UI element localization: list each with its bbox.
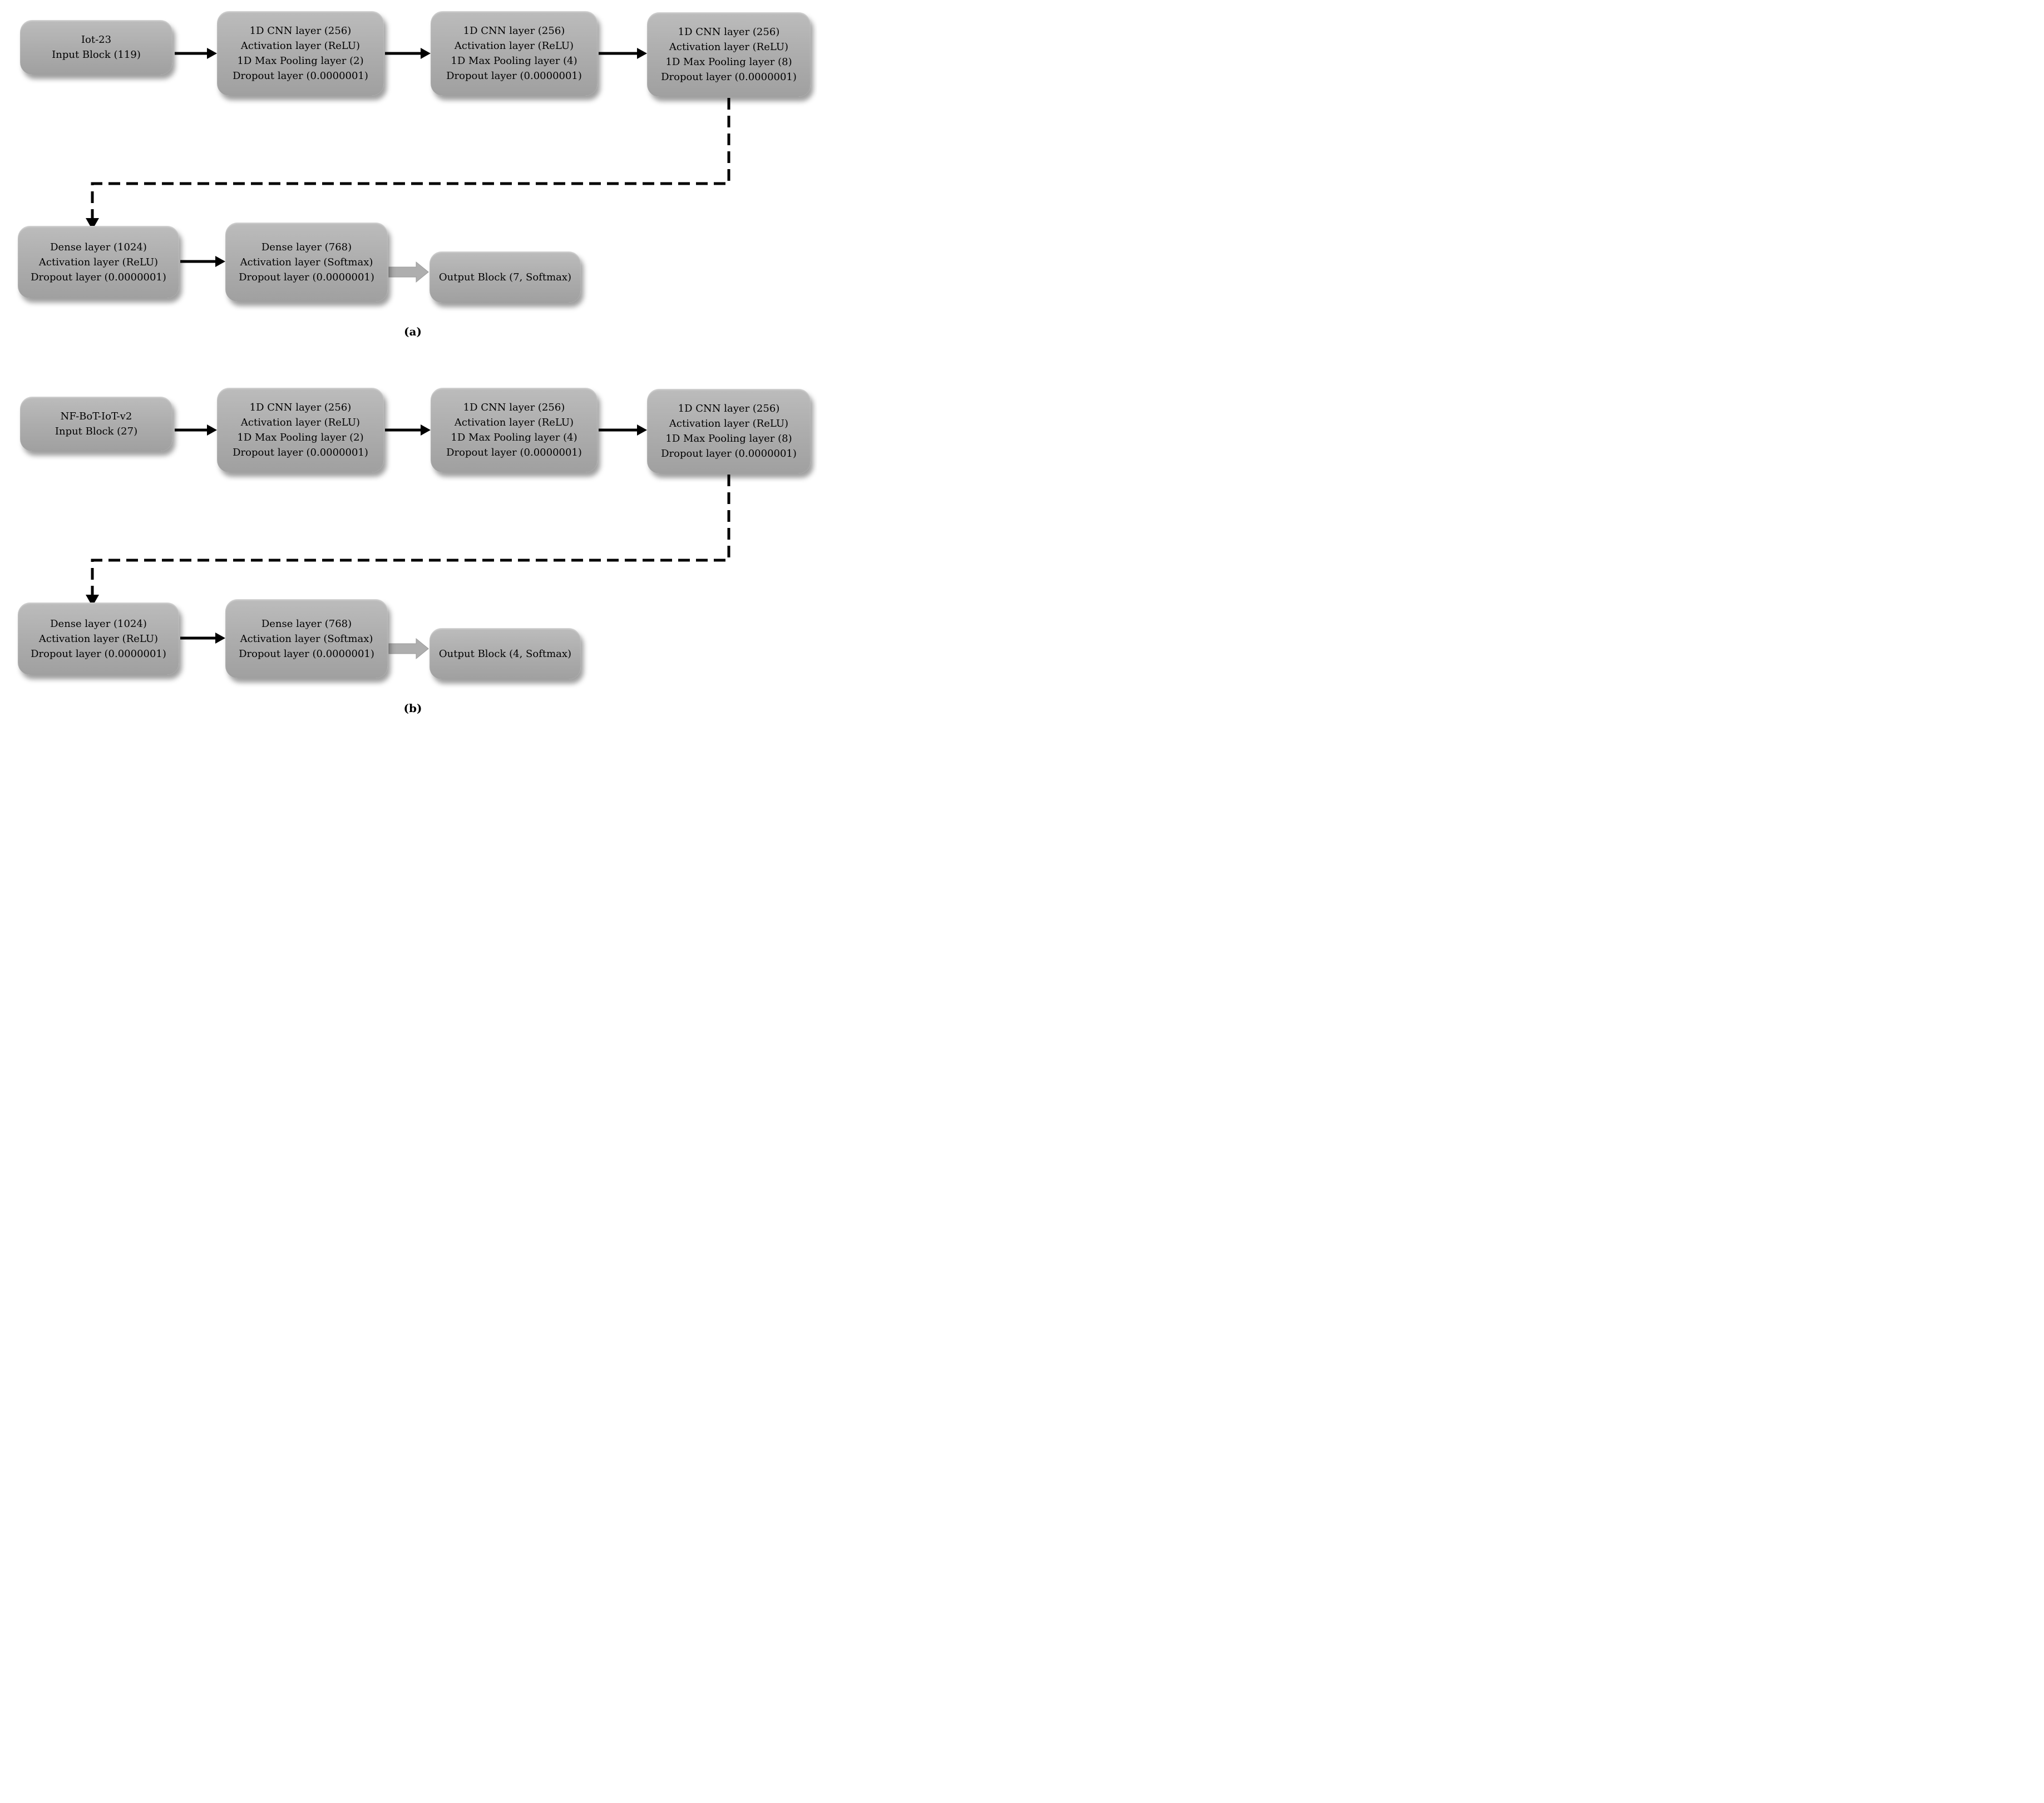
node-text-line: 1D Max Pooling layer (4) [451,55,577,67]
cnn-architecture-diagram: Iot-23 Input Block (119) 1D CNN layer (2… [0,0,817,721]
panel-label-b: (b) [403,702,422,715]
node-text-line: Dropout layer (0.0000001) [233,447,368,458]
block-arrow-a-dense2-to-output [388,261,429,283]
node-text-line: Dropout layer (0.0000001) [446,447,582,458]
dense-block-a-2: Dense layer (768) Activation layer (Soft… [225,223,388,302]
node-text-line: Iot-23 [81,34,112,46]
arrow-b-conv1-to-conv2 [385,424,431,436]
node-text-line: Dropout layer (0.0000001) [239,648,374,660]
arrow-a-input-to-conv1 [175,48,217,59]
node-text-line: Output Block (4, Softmax) [438,648,572,660]
node-text-line: 1D CNN layer (256) [249,25,352,37]
node-text-line: Dense layer (768) [261,241,352,253]
node-text-line: Dropout layer (0.0000001) [31,648,166,660]
node-text-line: 1D CNN layer (256) [249,402,352,413]
node-text-line: Activation layer (ReLU) [669,418,789,429]
panel-label-a: (a) [404,325,422,338]
conv-block-a-3: 1D CNN layer (256) Activation layer (ReL… [647,12,811,97]
node-text-line: Activation layer (ReLU) [240,40,361,52]
conv-block-b-1: 1D CNN layer (256) Activation layer (ReL… [217,388,384,472]
dashed-connector-a [86,98,730,230]
arrow-a-dense1-to-dense2 [180,256,225,267]
arrow-b-conv2-to-conv3 [599,424,647,436]
node-text-line: Activation layer (ReLU) [240,417,361,428]
node-text-line: 1D CNN layer (256) [463,25,565,37]
node-text-line: Activation layer (ReLU) [669,41,789,53]
node-text-line: Activation layer (ReLU) [38,256,159,268]
node-text-line: Dropout layer (0.0000001) [661,71,797,83]
node-text-line: Activation layer (Softmax) [240,256,373,268]
arrow-b-dense1-to-dense2 [180,633,225,644]
node-text-line: Activation layer (Softmax) [240,633,373,645]
node-text-line: Dense layer (768) [261,618,352,630]
block-arrow-b-dense2-to-output [388,638,429,660]
node-text-line: Dropout layer (0.0000001) [661,448,797,460]
node-text-line: Input Block (27) [55,426,138,437]
node-text-line: 1D Max Pooling layer (2) [237,55,364,67]
conv-block-b-3: 1D CNN layer (256) Activation layer (ReL… [647,389,811,473]
node-text-line: 1D Max Pooling layer (2) [237,432,364,443]
dense-block-a-1: Dense layer (1024) Activation layer (ReL… [18,226,179,298]
node-text-line: Dropout layer (0.0000001) [31,271,166,283]
arrow-a-conv2-to-conv3 [599,48,647,59]
input-block-a: Iot-23 Input Block (119) [20,20,172,75]
node-text-line: Dense layer (1024) [50,241,147,253]
node-text-line: Activation layer (ReLU) [454,40,574,52]
conv-block-a-2: 1D CNN layer (256) Activation layer (ReL… [431,11,598,96]
node-text-line: 1D CNN layer (256) [463,402,565,413]
node-text-line: NF-BoT-IoT-v2 [60,411,132,422]
output-block-a: Output Block (7, Softmax) [429,251,581,303]
node-text-line: Activation layer (ReLU) [454,417,574,428]
node-text-line: 1D CNN layer (256) [678,403,780,414]
node-text-line: 1D CNN layer (256) [678,26,780,38]
dashed-connector-b [86,475,730,606]
node-text-line: Dropout layer (0.0000001) [446,70,582,82]
node-text-line: Output Block (7, Softmax) [438,271,572,283]
output-block-b: Output Block (4, Softmax) [429,628,581,679]
input-block-b: NF-BoT-IoT-v2 Input Block (27) [20,397,172,451]
conv-block-b-2: 1D CNN layer (256) Activation layer (ReL… [431,388,598,472]
node-text-line: Dropout layer (0.0000001) [239,271,374,283]
arrow-a-conv1-to-conv2 [385,48,431,59]
dense-block-b-2: Dense layer (768) Activation layer (Soft… [225,599,388,678]
node-text-line: 1D Max Pooling layer (8) [665,433,792,444]
dense-block-b-1: Dense layer (1024) Activation layer (ReL… [18,602,179,675]
arrow-b-input-to-conv1 [175,424,217,436]
node-text-line: Activation layer (ReLU) [38,633,159,645]
node-text-line: Dropout layer (0.0000001) [233,70,368,82]
conv-block-a-1: 1D CNN layer (256) Activation layer (ReL… [217,11,384,96]
node-text-line: Input Block (119) [52,49,141,61]
node-text-line: 1D Max Pooling layer (8) [665,56,792,68]
node-text-line: Dense layer (1024) [50,618,147,630]
node-text-line: 1D Max Pooling layer (4) [451,432,577,443]
